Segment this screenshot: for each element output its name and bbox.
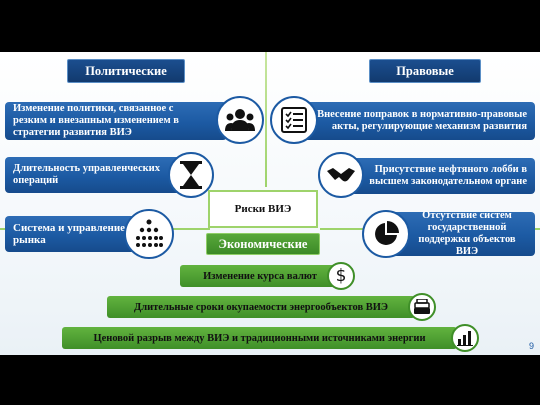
bar-chart-icon	[451, 324, 479, 352]
economic-item-2: Длительные сроки окупаемости энергообъек…	[107, 296, 415, 318]
legal-item-2-text: Присутствие нефтяного лобби в высшем зак…	[369, 164, 527, 187]
economic-item-2-text: Длительные сроки окупаемости энергообъек…	[133, 301, 389, 313]
legal-item-3-text: Отсутствие систем государственной поддер…	[418, 210, 516, 257]
legal-item-3: Отсутствие систем государственной поддер…	[385, 210, 535, 257]
economic-item-3: Ценовой разрыв между ВИЭ и традиционными…	[62, 327, 457, 349]
center-vertical-line	[265, 52, 267, 187]
economic-item-3-text: Ценовой разрыв между ВИЭ и традиционными…	[93, 332, 426, 344]
hourglass-icon	[168, 152, 214, 198]
economic-item-1-text: Изменение курса валют	[203, 270, 317, 282]
economic-item-1: Изменение курса валют	[180, 265, 340, 287]
page-number: 9	[528, 341, 534, 351]
category-legal: Правовые	[369, 59, 481, 83]
slide: Политические Правовые Изменение политики…	[0, 52, 540, 355]
category-political: Политические	[67, 59, 185, 83]
political-item-2-text: Длительность управленческих операций	[13, 163, 160, 186]
handshake-icon	[318, 152, 364, 198]
political-item-3: Система и управление рынка	[5, 216, 135, 252]
org-chart-icon	[124, 209, 174, 259]
political-item-2: Длительность управленческих операций	[5, 157, 183, 193]
center-risks-box: Риски ВИЭ	[208, 190, 318, 228]
political-item-3-text: Система и управление рынка	[13, 222, 126, 246]
legal-item-1: Внесение поправок в нормативно-правовые …	[300, 102, 535, 140]
pie-chart-icon	[362, 210, 410, 258]
political-item-1-text: Изменение политики, связанное с резким и…	[13, 103, 179, 138]
political-item-1: Изменение политики, связанное с резким и…	[5, 102, 227, 140]
category-economic: Экономические	[206, 233, 320, 255]
dollar-icon: $	[327, 262, 355, 290]
legal-item-1-text: Внесение поправок в нормативно-правовые …	[317, 109, 527, 132]
money-stack-icon	[408, 293, 436, 321]
checklist-icon	[270, 96, 318, 144]
people-group-icon	[216, 96, 264, 144]
legal-item-2: Присутствие нефтяного лобби в высшем зак…	[340, 158, 535, 194]
